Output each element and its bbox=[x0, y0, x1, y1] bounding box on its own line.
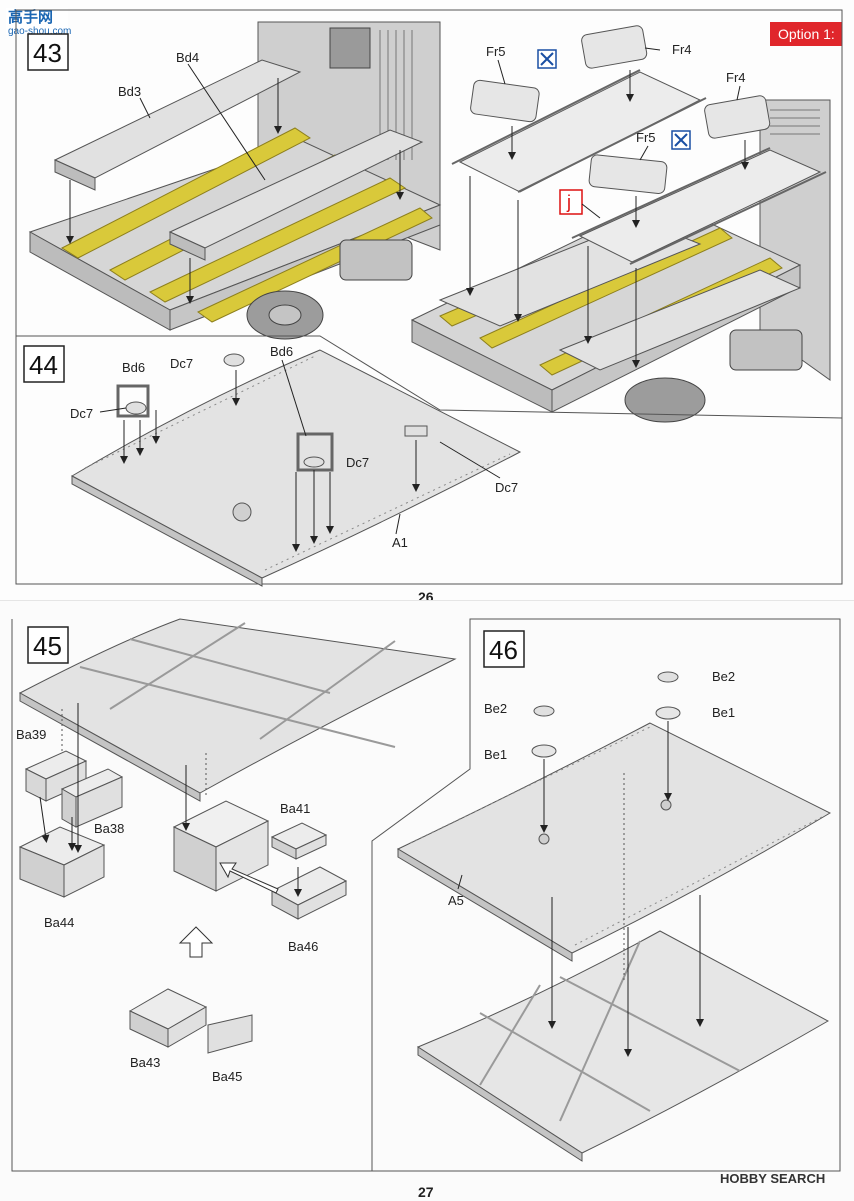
label-bd6-b: Bd6 bbox=[270, 344, 293, 359]
clip-dc7 bbox=[223, 353, 245, 367]
label-fr5-a: Fr5 bbox=[486, 44, 506, 59]
bench-bd3 bbox=[53, 59, 302, 191]
step-46-number: 46 bbox=[489, 635, 518, 665]
label-bd3: Bd3 bbox=[118, 84, 141, 99]
label-dc7-d: Dc7 bbox=[495, 480, 518, 495]
part-be2 bbox=[657, 671, 679, 683]
part-ba43 bbox=[128, 988, 208, 1048]
step-45-box bbox=[27, 626, 69, 664]
label-ba46: Ba46 bbox=[288, 939, 318, 954]
part-ba45 bbox=[207, 1014, 253, 1054]
watermark-logo-text: 高手网 bbox=[8, 8, 53, 26]
roof-panel bbox=[18, 618, 457, 802]
label-dc7-b: Dc7 bbox=[70, 406, 93, 421]
part-ba41 bbox=[270, 822, 328, 860]
step-43: 43 bbox=[27, 21, 831, 423]
label-be1-b: Be1 bbox=[712, 705, 735, 720]
page-27-drawing: 44 45 bbox=[11, 618, 841, 1200]
watermark-url: gao-shou.com bbox=[8, 26, 71, 37]
step-43-box bbox=[27, 33, 69, 71]
step-44-number: 44 bbox=[29, 350, 58, 380]
clip-dc7 bbox=[404, 425, 428, 437]
label-bd4: Bd4 bbox=[176, 50, 199, 65]
marker-j: j bbox=[559, 189, 583, 215]
step-46-box bbox=[483, 630, 525, 668]
label-ba45: Ba45 bbox=[212, 1069, 242, 1084]
label-fr4-a: Fr4 bbox=[672, 42, 692, 57]
glue-icon bbox=[671, 130, 691, 150]
option-badge: Option 1: bbox=[770, 22, 842, 46]
step-43-number: 43 bbox=[33, 38, 62, 68]
label-a1: A1 bbox=[392, 535, 408, 550]
page-frame-27 bbox=[11, 618, 841, 1172]
label-a5: A5 bbox=[448, 893, 464, 908]
label-ba41: Ba41 bbox=[280, 801, 310, 816]
page-26: 高手网 gao-shou.com Option 1: 43 bbox=[0, 0, 854, 600]
part-open-box bbox=[172, 800, 270, 892]
label-be2-a: Be2 bbox=[484, 701, 507, 716]
label-ba38: Ba38 bbox=[94, 821, 124, 836]
stretcher-lower bbox=[571, 147, 827, 265]
label-fr4-b: Fr4 bbox=[726, 70, 746, 85]
label-ba39: Ba39 bbox=[16, 727, 46, 742]
label-ba43: Ba43 bbox=[130, 1055, 160, 1070]
part-ba44 bbox=[18, 826, 106, 898]
page-number-27: 27 bbox=[418, 1184, 434, 1200]
step-46: 46 bbox=[396, 630, 832, 1162]
label-be2-b: Be2 bbox=[712, 669, 735, 684]
glue-icon bbox=[537, 49, 557, 69]
part-ba39 bbox=[24, 750, 88, 802]
label-be1-a: Be1 bbox=[484, 747, 507, 762]
step-45: 44 45 bbox=[16, 618, 457, 1084]
label-ba44: Ba44 bbox=[44, 915, 74, 930]
bench-bd4 bbox=[168, 129, 424, 261]
option-label: Option 1: bbox=[778, 26, 835, 42]
page-frame bbox=[15, 9, 843, 585]
roof-panel-a5 bbox=[396, 722, 832, 962]
page-number-26: 26 bbox=[418, 589, 434, 600]
step-44: 44 Bd6 Dc7 Bd6 Dc7 bbox=[23, 344, 522, 587]
up-arrow-icon bbox=[178, 926, 214, 958]
handle-bd6-right bbox=[296, 432, 334, 472]
stretcher-upper bbox=[451, 69, 707, 193]
clip-dc7 bbox=[303, 456, 325, 468]
label-dc7-c: Dc7 bbox=[346, 455, 369, 470]
insert-arrow bbox=[219, 862, 279, 894]
hobby-search-watermark: HOBBY SEARCH bbox=[720, 1171, 825, 1186]
roof-frame bbox=[416, 930, 830, 1162]
pillow-fr5-upper bbox=[470, 79, 540, 123]
label-bd6-a: Bd6 bbox=[122, 360, 145, 375]
label-fr5-b: Fr5 bbox=[636, 130, 656, 145]
label-dc7-a: Dc7 bbox=[170, 356, 193, 371]
pillow-fr4-upper bbox=[581, 25, 648, 69]
part-be1 bbox=[531, 744, 557, 758]
clip-dc7 bbox=[125, 401, 147, 415]
pillow-fr5-lower bbox=[588, 154, 668, 194]
step-44-box bbox=[23, 345, 65, 383]
truck-body-right bbox=[410, 99, 831, 423]
part-be1 bbox=[655, 706, 681, 720]
part-be2 bbox=[533, 705, 555, 717]
page-27: 44 45 bbox=[0, 600, 854, 1201]
step-divider bbox=[16, 335, 843, 419]
part-ba46 bbox=[270, 866, 348, 920]
handle-bd6-left bbox=[116, 384, 150, 418]
pillow-fr4-lower bbox=[704, 95, 771, 139]
step-45-number-text: 45 bbox=[33, 631, 62, 661]
label-j: j bbox=[566, 192, 571, 212]
page-26-drawing: 高手网 gao-shou.com Option 1: 43 bbox=[6, 8, 843, 600]
